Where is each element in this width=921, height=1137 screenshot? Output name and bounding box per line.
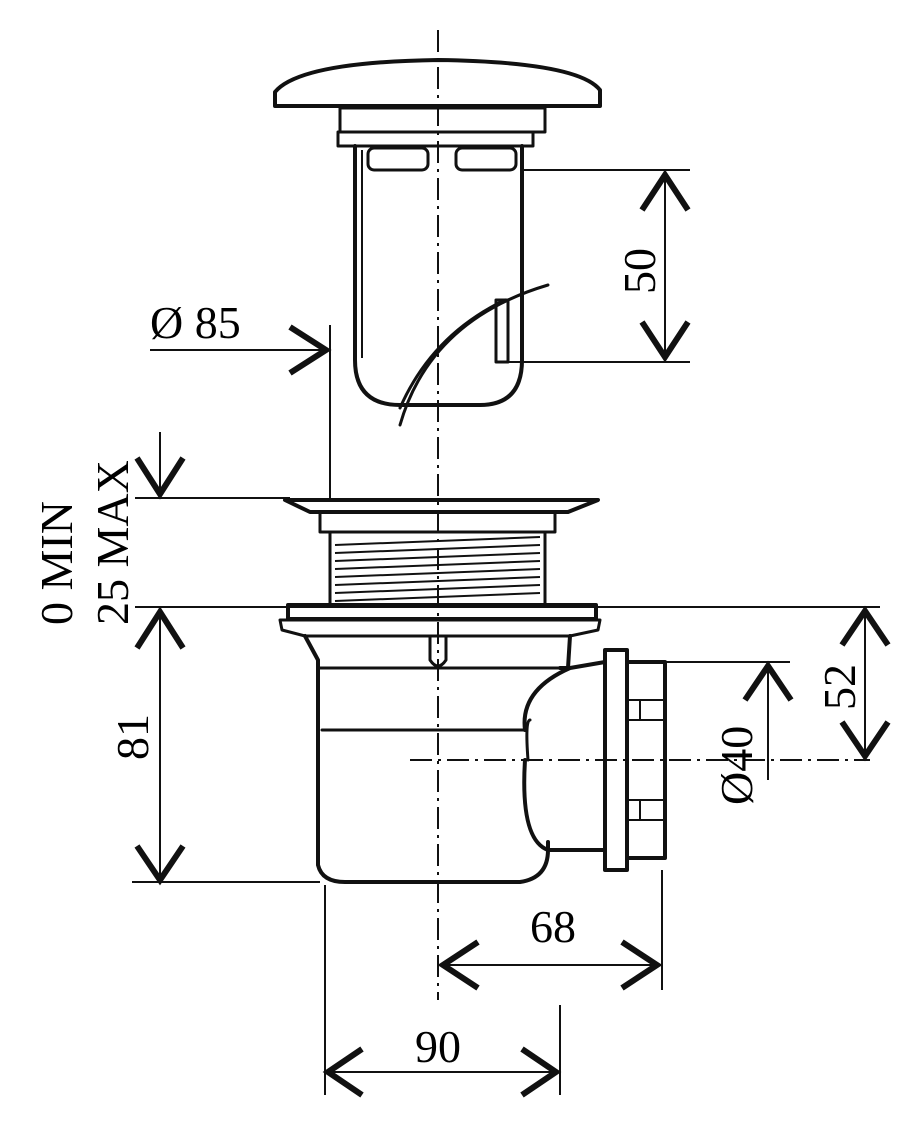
label-90: 90 — [415, 1021, 461, 1072]
label-52: 52 — [814, 664, 865, 710]
dim-85 — [150, 324, 332, 500]
label-85: Ø 85 — [150, 297, 241, 348]
dim-50 — [505, 169, 691, 363]
dim-90 — [322, 885, 562, 1098]
dim-81 — [132, 606, 320, 886]
dim-40 — [665, 660, 794, 780]
dim-adjust — [134, 432, 880, 608]
strainer-cap — [273, 58, 602, 427]
dim-68 — [437, 870, 663, 991]
label-0-min: 0 MIN — [31, 501, 82, 625]
label-50: 50 — [614, 248, 665, 294]
label-40: Ø40 — [711, 726, 762, 805]
trap-body — [278, 603, 667, 884]
flange-assembly — [283, 498, 600, 608]
label-81: 81 — [107, 714, 158, 760]
dim-52 — [839, 605, 891, 762]
label-25-max: 25 MAX — [87, 460, 138, 625]
label-68: 68 — [530, 901, 576, 952]
